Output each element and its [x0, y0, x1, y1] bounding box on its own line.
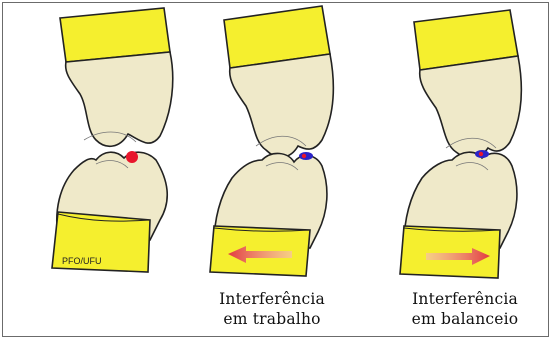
upper-tooth	[420, 56, 522, 158]
caption-balancing-line-2: em balanceio	[390, 309, 540, 329]
contact-point-red	[126, 151, 138, 163]
watermark: PFO/UFU	[62, 256, 102, 266]
upper-tooth	[230, 54, 334, 157]
panel-normal: PFO/UFU	[52, 8, 173, 272]
caption-working-line-1: Interferência	[203, 289, 341, 309]
caption-balancing: Interferência em balanceio	[390, 289, 540, 329]
panel-balancing	[400, 10, 521, 278]
panel-working	[210, 6, 333, 276]
caption-working: Interferência em trabalho	[203, 289, 341, 329]
caption-balancing-line-1: Interferência	[390, 289, 540, 309]
upper-tooth	[66, 52, 173, 146]
lower-base	[400, 226, 500, 278]
caption-working-line-2: em trabalho	[203, 309, 341, 329]
